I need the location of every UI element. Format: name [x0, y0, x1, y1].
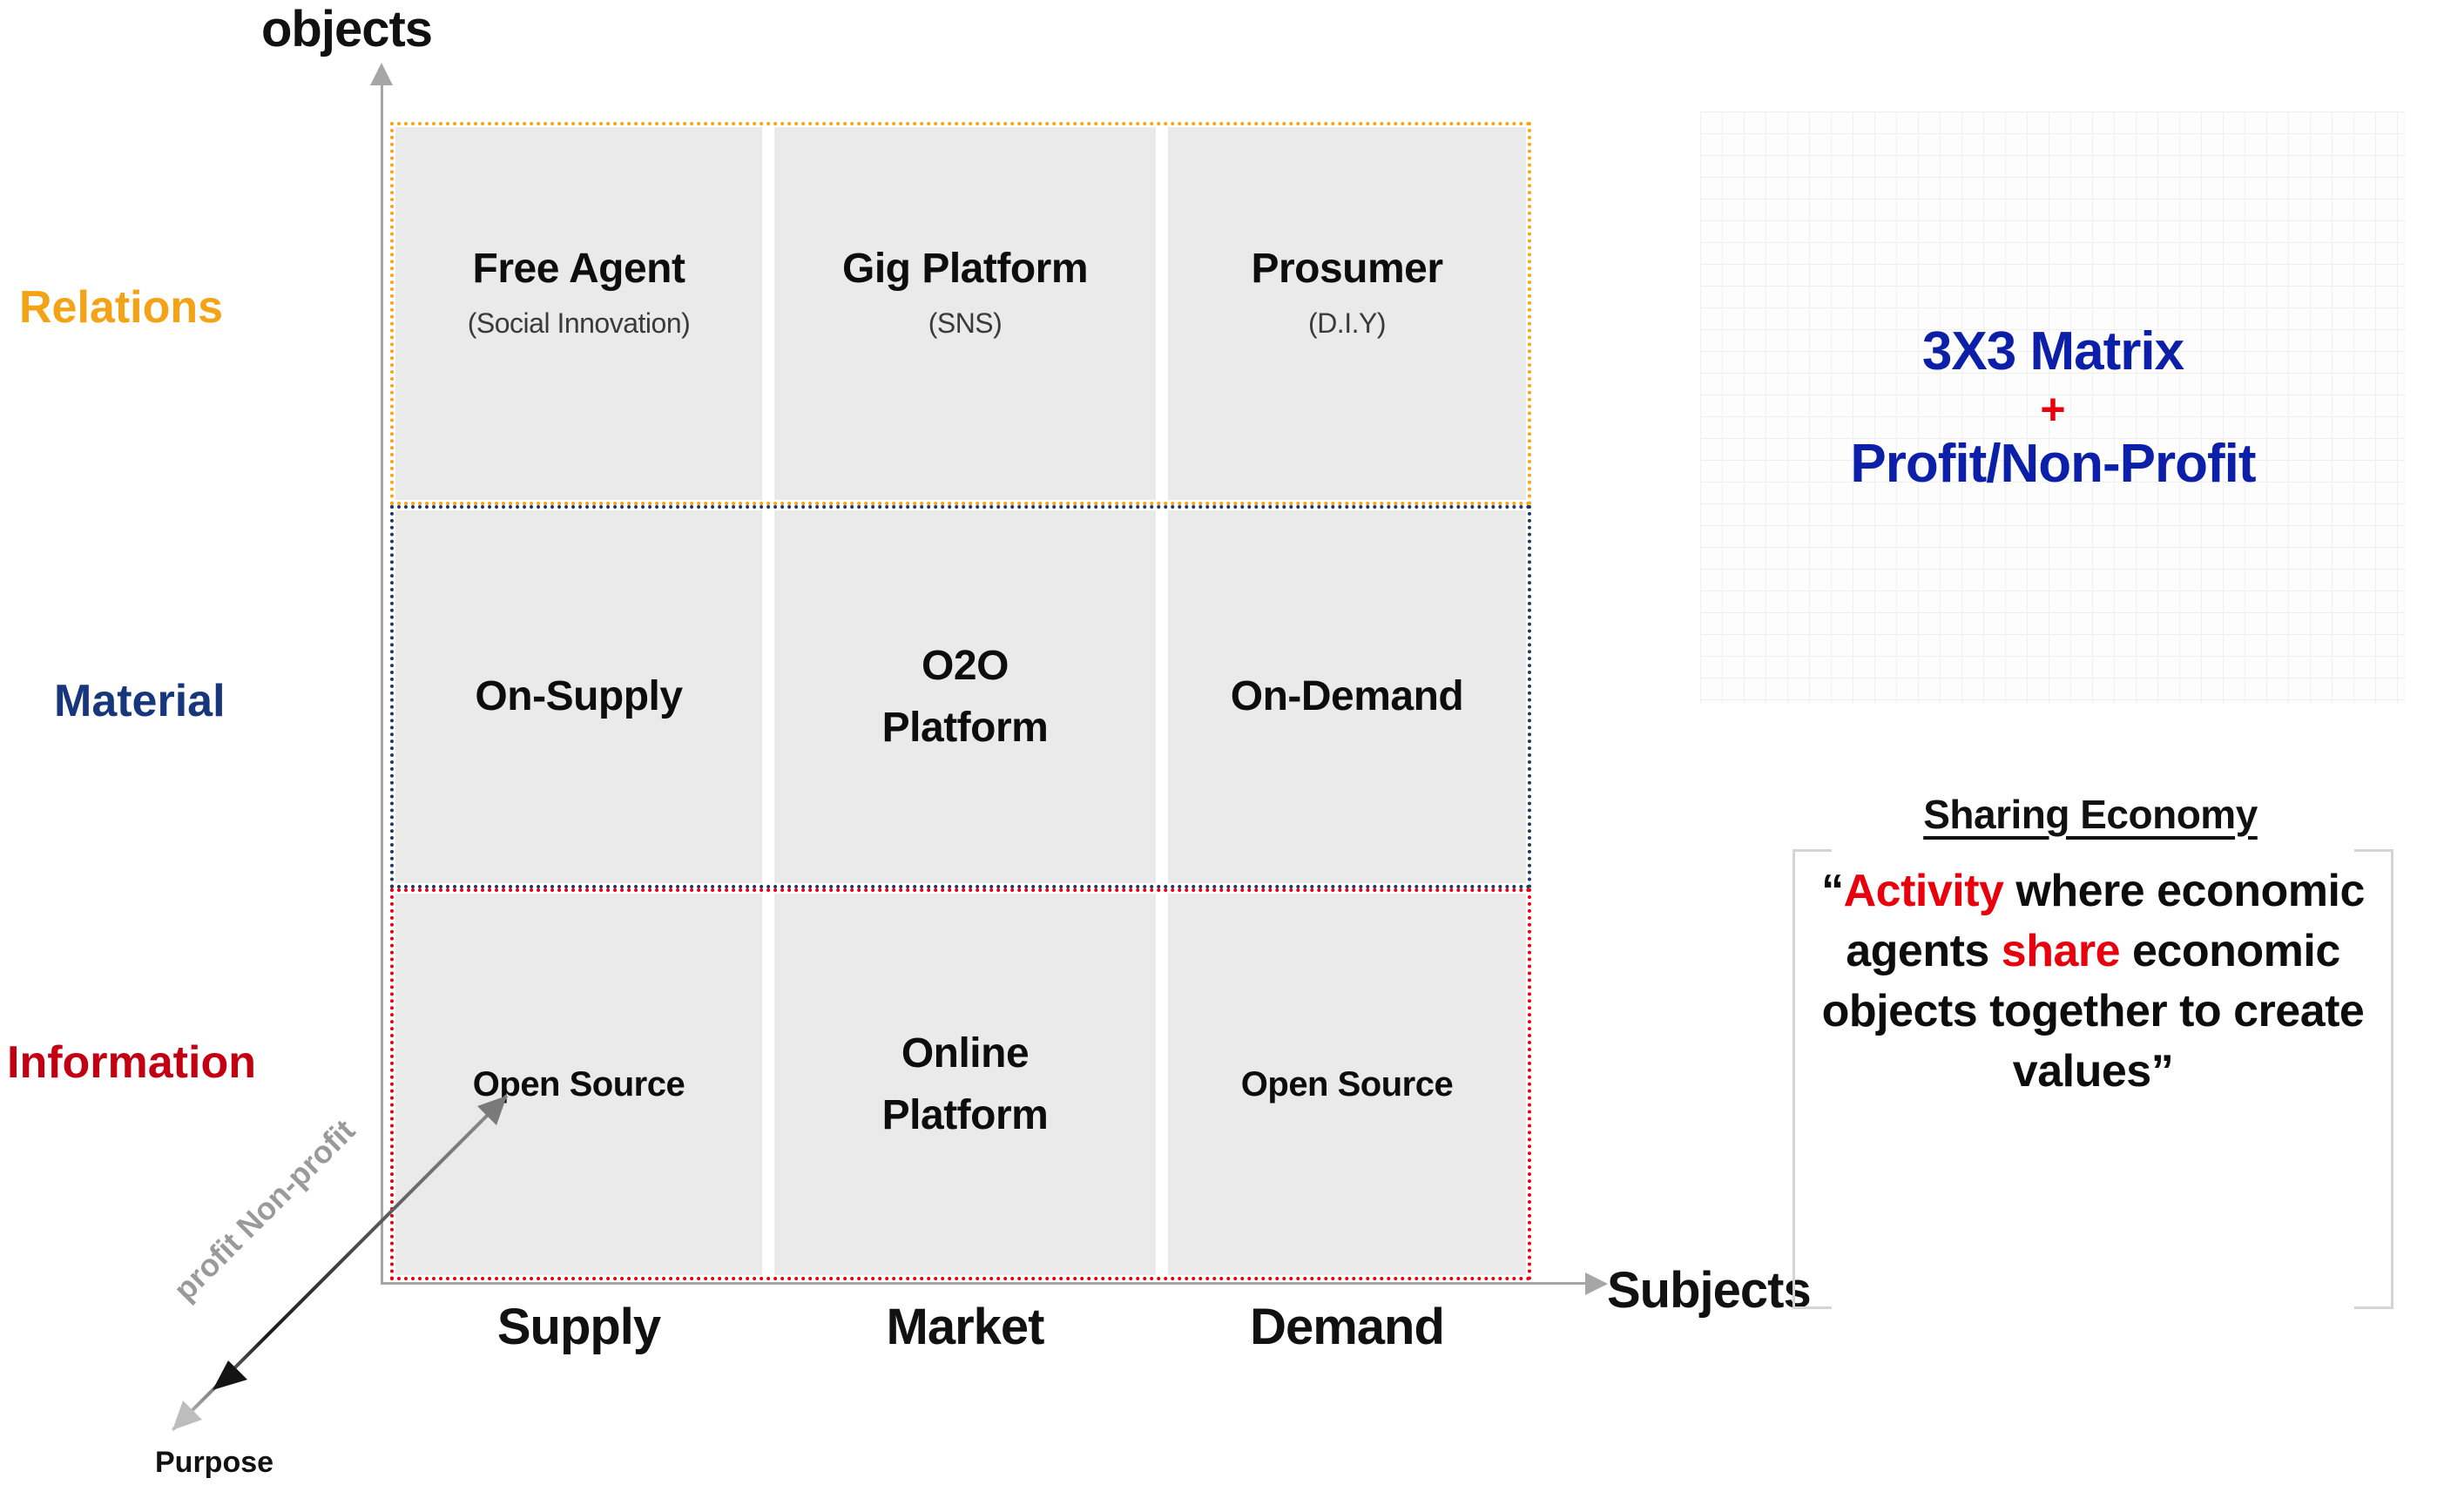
- column-label-supply: Supply: [496, 1299, 661, 1355]
- left-bracket-icon: [1792, 849, 1832, 1309]
- column-label-market: Market: [886, 1299, 1045, 1355]
- cell-material-supply[interactable]: On-Supply: [395, 510, 762, 883]
- quote-highlight-3: share: [2001, 926, 2121, 977]
- summary-line-2: Profit/Non-Profit: [1850, 434, 2256, 494]
- cell-information-supply[interactable]: Open Source: [395, 894, 762, 1275]
- summary-line-1: 3X3 Matrix: [1921, 321, 2184, 381]
- cell-title: On-Supply: [475, 673, 683, 720]
- sharing-economy-definition: “Activity where economic agents share ec…: [1819, 861, 2367, 1103]
- right-bracket-icon: [2354, 849, 2393, 1309]
- purpose-axis-label: Purpose: [155, 1446, 274, 1479]
- cell-subtitle: (D.I.Y): [1308, 307, 1386, 340]
- cell-title: Open Source: [1240, 1064, 1454, 1104]
- cell-title: Open Source: [472, 1064, 685, 1104]
- cell-title: Gig Platform: [841, 245, 1089, 292]
- quote-text-2: where economic agents: [1846, 866, 2365, 977]
- x-axis-arrow-icon: [1585, 1272, 1608, 1295]
- quote-text-0: “: [1821, 866, 1844, 916]
- plus-sign: +: [2040, 385, 2066, 434]
- row-band-material: [390, 505, 1531, 888]
- cell-title: Free Agent: [472, 245, 685, 292]
- row-label-material: Material: [54, 676, 226, 726]
- quote-text-4: economic objects together to create valu…: [1821, 926, 2365, 1097]
- y-axis-line: [381, 70, 383, 1285]
- profit-axis-group: profit Non-profit: [157, 1071, 523, 1446]
- cell-relations-demand[interactable]: Prosumer (D.I.Y): [1168, 127, 1526, 500]
- sharing-economy-heading: Sharing Economy: [1923, 792, 2258, 837]
- matrix-summary-panel: 3X3 Matrix + Profit/Non-Profit: [1700, 111, 2406, 704]
- column-label-demand: Demand: [1250, 1299, 1445, 1355]
- row-band-information: [390, 888, 1531, 1280]
- cell-subtitle: (Social Innovation): [467, 307, 691, 340]
- row-band-relations: [390, 122, 1531, 505]
- profit-axis-arrow-icon: [171, 1094, 509, 1432]
- cell-title: On-Demand: [1230, 673, 1464, 720]
- cell-information-demand[interactable]: Open Source: [1168, 894, 1526, 1275]
- sharing-economy-quote-box: “Activity where economic agents share ec…: [1792, 849, 2393, 1309]
- cell-title: Prosumer: [1251, 245, 1443, 292]
- x-axis-line: [381, 1282, 1591, 1285]
- x-axis-label: Subjects: [1607, 1262, 1812, 1319]
- matrix-grid: Free Agent (Social Innovation) Gig Platf…: [390, 122, 1531, 1280]
- row-label-relations: Relations: [19, 282, 224, 333]
- y-axis-arrow-icon: [370, 63, 393, 85]
- cell-relations-market[interactable]: Gig Platform (SNS): [774, 127, 1156, 500]
- cell-material-demand[interactable]: On-Demand: [1168, 510, 1526, 883]
- cell-relations-supply[interactable]: Free Agent (Social Innovation): [395, 127, 762, 500]
- row-label-information: Information: [7, 1037, 256, 1088]
- cell-subtitle: (SNS): [928, 307, 1003, 340]
- quote-highlight-1: Activity: [1843, 866, 2004, 916]
- y-axis-label: objects: [261, 1, 433, 57]
